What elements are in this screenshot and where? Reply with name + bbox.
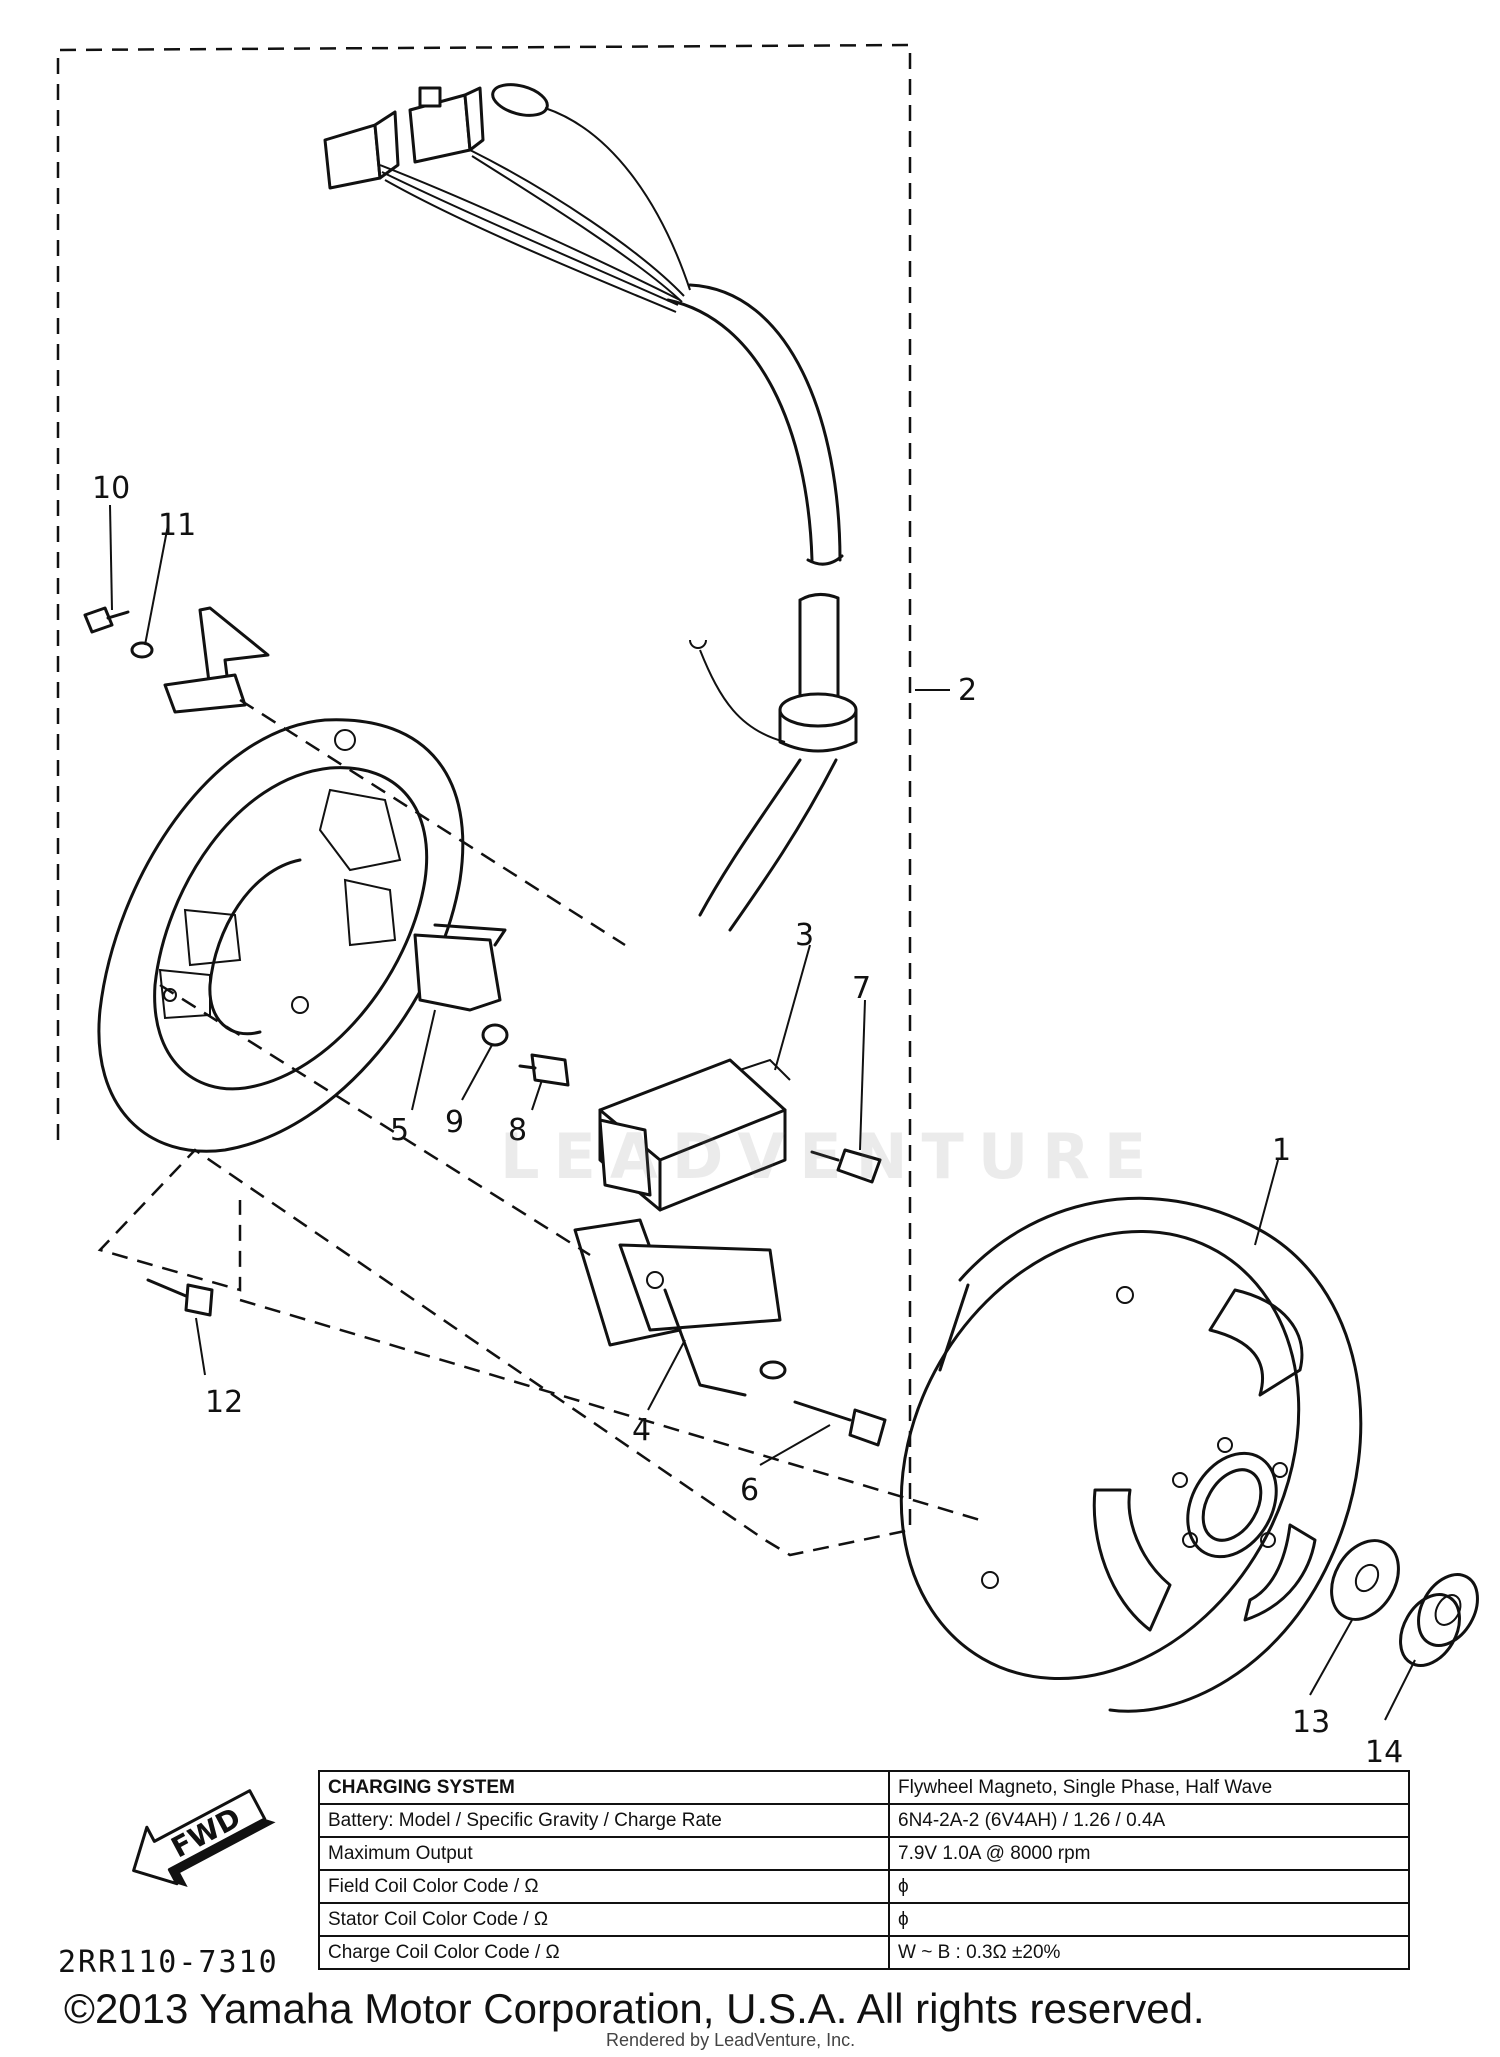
leader-lines [109,504,1416,1721]
spec-value: ϕ [888,1869,1410,1904]
spec-row: CHARGING SYSTEM Flywheel Magneto, Single… [318,1770,1410,1805]
callout-14: 14 [1365,1735,1403,1770]
spec-row: Charge Coil Color Code / Ω W ~ B : 0.3Ω … [318,1935,1410,1970]
spec-row: Maximum Output 7.9V 1.0A @ 8000 rpm [318,1836,1410,1871]
washer [759,1360,787,1380]
spec-value: Flywheel Magneto, Single Phase, Half Wav… [888,1770,1410,1805]
washer-13 [1330,1539,1400,1621]
washer-11 [130,641,154,659]
callout-13: 13 [1292,1705,1330,1740]
rendered-by-note: Rendered by LeadVenture, Inc. [606,2030,856,2050]
callout-8: 8 [508,1113,527,1148]
callout-3: 3 [795,918,814,953]
fwd-arrow-icon: FWD [132,1789,276,1888]
washer-9 [481,1023,509,1047]
callout-11: 11 [158,508,196,543]
screw-10 [83,606,130,634]
callout-2: 2 [958,673,977,708]
spec-label: Field Coil Color Code / Ω [318,1869,890,1904]
bracket [163,606,270,714]
magneto-exploded-diagram: 10 11 2 3 7 5 9 8 1 12 4 6 13 14 [56,43,1479,1770]
spec-value: 7.9V 1.0A @ 8000 rpm [888,1836,1410,1871]
alignment-line-upper [239,698,626,947]
callout-5: 5 [390,1113,409,1148]
alignment-line-lower [159,983,591,1257]
spec-label: Stator Coil Color Code / Ω [318,1902,890,1937]
screw-8 [518,1053,570,1087]
spec-label: Battery: Model / Specific Gravity / Char… [318,1803,890,1838]
spec-row: Battery: Model / Specific Gravity / Char… [318,1803,1410,1838]
wire-harness [323,83,858,932]
callout-7: 7 [852,971,871,1006]
coil-3 [598,1058,791,1212]
watermark: LEADVENTURE [500,1120,1161,1193]
callout-4: 4 [632,1413,651,1448]
pickup-coil-5 [413,923,507,1012]
callout-9: 9 [445,1105,464,1140]
screw-6 [793,1400,887,1447]
callout-1: 1 [1272,1133,1291,1168]
spec-value: 6N4-2A-2 (6V4AH) / 1.26 / 0.4A [888,1803,1410,1838]
spec-value: ϕ [888,1902,1410,1937]
coil-4 [573,1218,782,1397]
spec-row: Field Coil Color Code / Ω ϕ [318,1869,1410,1904]
stator-base-plate [97,718,465,1153]
spec-value: W ~ B : 0.3Ω ±20% [888,1935,1410,1970]
spec-label: CHARGING SYSTEM [318,1770,890,1805]
callout-12: 12 [205,1385,243,1420]
spec-row: Stator Coil Color Code / Ω ϕ [318,1902,1410,1937]
part-code: 2RR110-7310 [58,1945,279,1980]
copyright-notice: ©2013 Yamaha Motor Corporation, U.S.A. A… [64,1985,1205,2032]
callout-10: 10 [92,471,130,506]
spec-label: Maximum Output [318,1836,890,1871]
screw-7 [810,1148,882,1184]
assembly-boundary-2 [56,43,912,1557]
spec-label: Charge Coil Color Code / Ω [318,1935,890,1970]
charging-system-spec-table: CHARGING SYSTEM Flywheel Magneto, Single… [318,1770,1410,1970]
flywheel-rotor-1 [899,1196,1363,1713]
nut-14 [1399,1573,1479,1667]
callout-6: 6 [740,1473,759,1508]
screw-12 [146,1278,214,1317]
